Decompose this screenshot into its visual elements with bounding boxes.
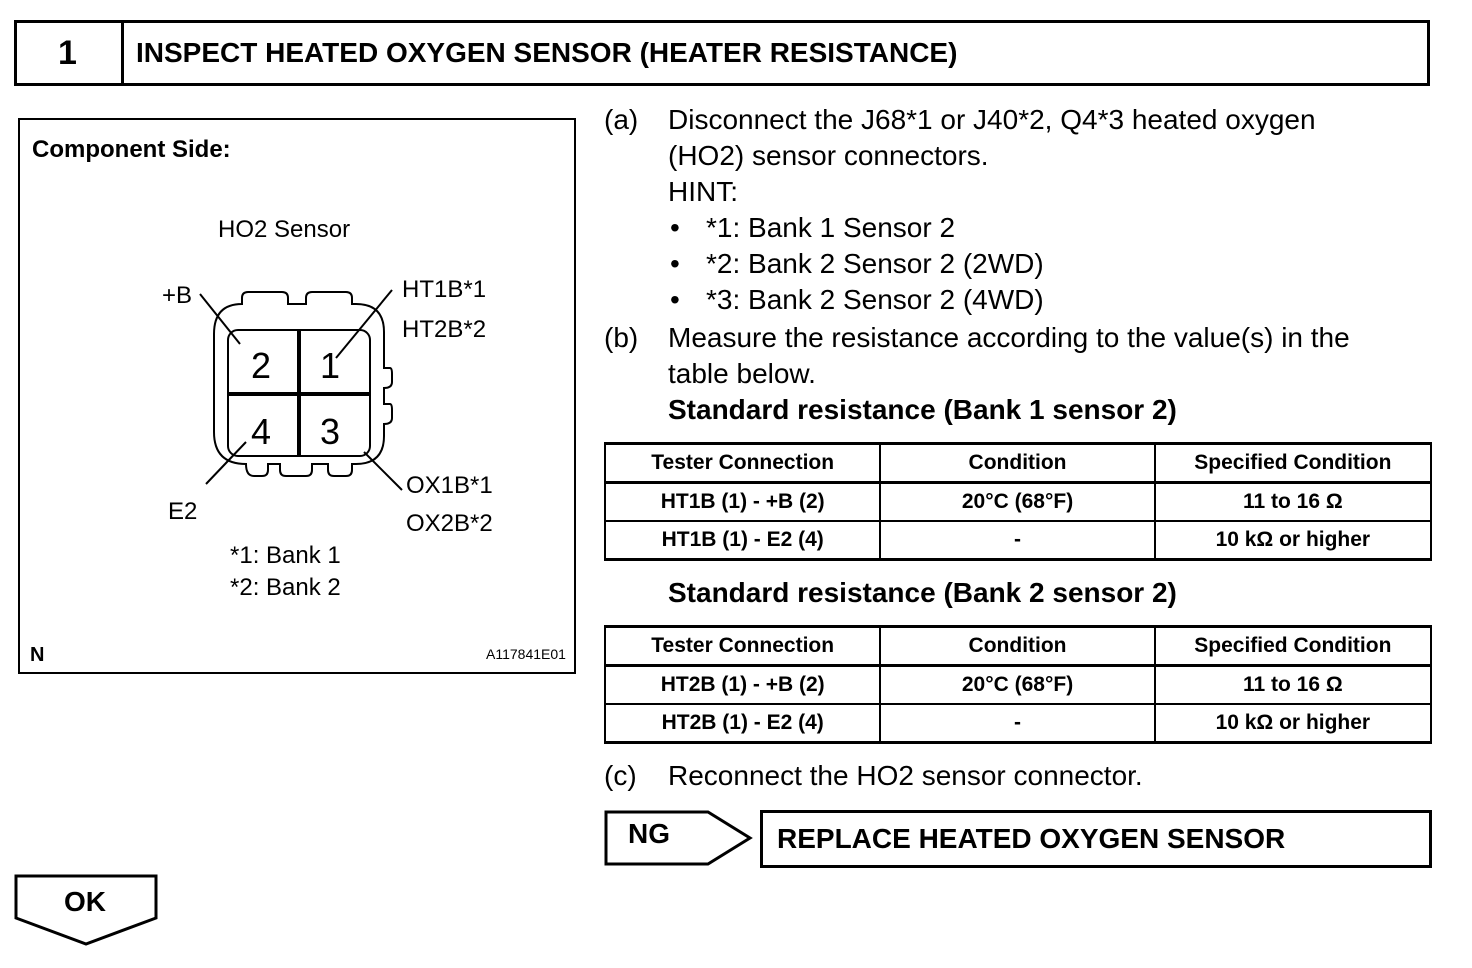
step-c-text: Reconnect the HO2 sensor connector. — [668, 760, 1143, 791]
step-b-line1: Measure the resistance according to the … — [668, 322, 1350, 353]
table-2-title: Standard resistance (Bank 2 sensor 2) — [668, 577, 1177, 608]
label-ht2b: HT2B*2 — [402, 316, 487, 343]
table-header-row: Tester Connection Condition Specified Co… — [603, 442, 1433, 484]
spec-table-bank1: Tester Connection Condition Specified Co… — [603, 442, 1433, 561]
spec-table-bank2: Tester Connection Condition Specified Co… — [603, 625, 1433, 744]
label-e2: E2 — [168, 498, 198, 525]
ng-arrow — [604, 810, 753, 866]
ng-action-box: REPLACE HEATED OXYGEN SENSOR — [760, 810, 1432, 868]
pin-3: 3 — [320, 411, 340, 452]
cell-connection: HT1B (1) - +B (2) — [603, 481, 882, 522]
figure-corner-n: N — [30, 644, 45, 666]
connector-outline — [213, 291, 393, 477]
sensor-label: HO2 Sensor — [218, 216, 351, 243]
hint-label: HINT: — [668, 176, 738, 207]
table-row: HT2B (1) - +B (2) 20°C (68°F) 11 to 16 Ω — [603, 664, 1433, 705]
cell-condition: - — [879, 520, 1156, 561]
hint-2: *2: Bank 2 Sensor 2 (2WD) — [706, 248, 1044, 279]
ng-tag: NG — [628, 818, 670, 849]
hint-3: *3: Bank 2 Sensor 2 (4WD) — [706, 284, 1044, 315]
header-specified-condition: Specified Condition — [1153, 442, 1433, 484]
cell-condition: - — [879, 703, 1156, 744]
header-condition: Condition — [879, 625, 1156, 667]
step-b-line2: table below. — [668, 358, 816, 389]
connector-diagram: 2 1 4 3 — [199, 289, 403, 491]
cell-specified: 11 to 16 Ω — [1153, 664, 1433, 705]
cell-specified: 10 kΩ or higher — [1153, 520, 1433, 561]
table-row: HT2B (1) - E2 (4) - 10 kΩ or higher — [603, 703, 1433, 744]
step-header — [14, 20, 1430, 86]
ok-arrow — [14, 874, 158, 946]
step-a-label: (a) — [604, 104, 639, 135]
cell-condition: 20°C (68°F) — [879, 481, 1156, 522]
step-a-line1: Disconnect the J68*1 or J40*2, Q4*3 heat… — [668, 104, 1316, 135]
pin-1: 1 — [320, 345, 340, 386]
table-1-title: Standard resistance (Bank 1 sensor 2) — [668, 394, 1177, 425]
header-condition: Condition — [879, 442, 1156, 484]
figure-heading: Component Side: — [32, 136, 231, 163]
header-tester-connection: Tester Connection — [603, 442, 882, 484]
step-b-label: (b) — [604, 322, 639, 353]
note-bank2: *2: Bank 2 — [230, 574, 341, 601]
step-a-line2: (HO2) sensor connectors. — [668, 140, 989, 171]
figure-id: A117841E01 — [486, 646, 566, 662]
hint-bullet: • — [670, 212, 680, 243]
connector-figure: Component Side: HO2 Sensor 2 1 4 3 +B HT… — [18, 118, 576, 674]
step-number: 1 — [14, 20, 124, 86]
pin-2: 2 — [251, 345, 271, 386]
cell-specified: 11 to 16 Ω — [1153, 481, 1433, 522]
header-specified-condition: Specified Condition — [1153, 625, 1433, 667]
label-ox1b: OX1B*1 — [406, 472, 493, 499]
cell-connection: HT1B (1) - E2 (4) — [603, 520, 882, 561]
label-ox2b: OX2B*2 — [406, 510, 493, 537]
table-header-row: Tester Connection Condition Specified Co… — [603, 625, 1433, 667]
label-ht1b: HT1B*1 — [402, 276, 487, 303]
label-plus-b: +B — [162, 282, 193, 309]
cell-connection: HT2B (1) - +B (2) — [603, 664, 882, 705]
table-row: HT1B (1) - E2 (4) - 10 kΩ or higher — [603, 520, 1433, 561]
hint-bullet: • — [670, 248, 680, 279]
hint-bullet: • — [670, 284, 680, 315]
cell-specified: 10 kΩ or higher — [1153, 703, 1433, 744]
header-tester-connection: Tester Connection — [603, 625, 882, 667]
cell-condition: 20°C (68°F) — [879, 664, 1156, 705]
ok-tag: OK — [64, 886, 106, 917]
cell-connection: HT2B (1) - E2 (4) — [603, 703, 882, 744]
table-row: HT1B (1) - +B (2) 20°C (68°F) 11 to 16 Ω — [603, 481, 1433, 522]
note-bank1: *1: Bank 1 — [230, 542, 341, 569]
step-title: INSPECT HEATED OXYGEN SENSOR (HEATER RES… — [136, 37, 958, 68]
step-c-label: (c) — [604, 760, 637, 791]
hint-1: *1: Bank 1 Sensor 2 — [706, 212, 956, 243]
pin-4: 4 — [251, 411, 271, 452]
